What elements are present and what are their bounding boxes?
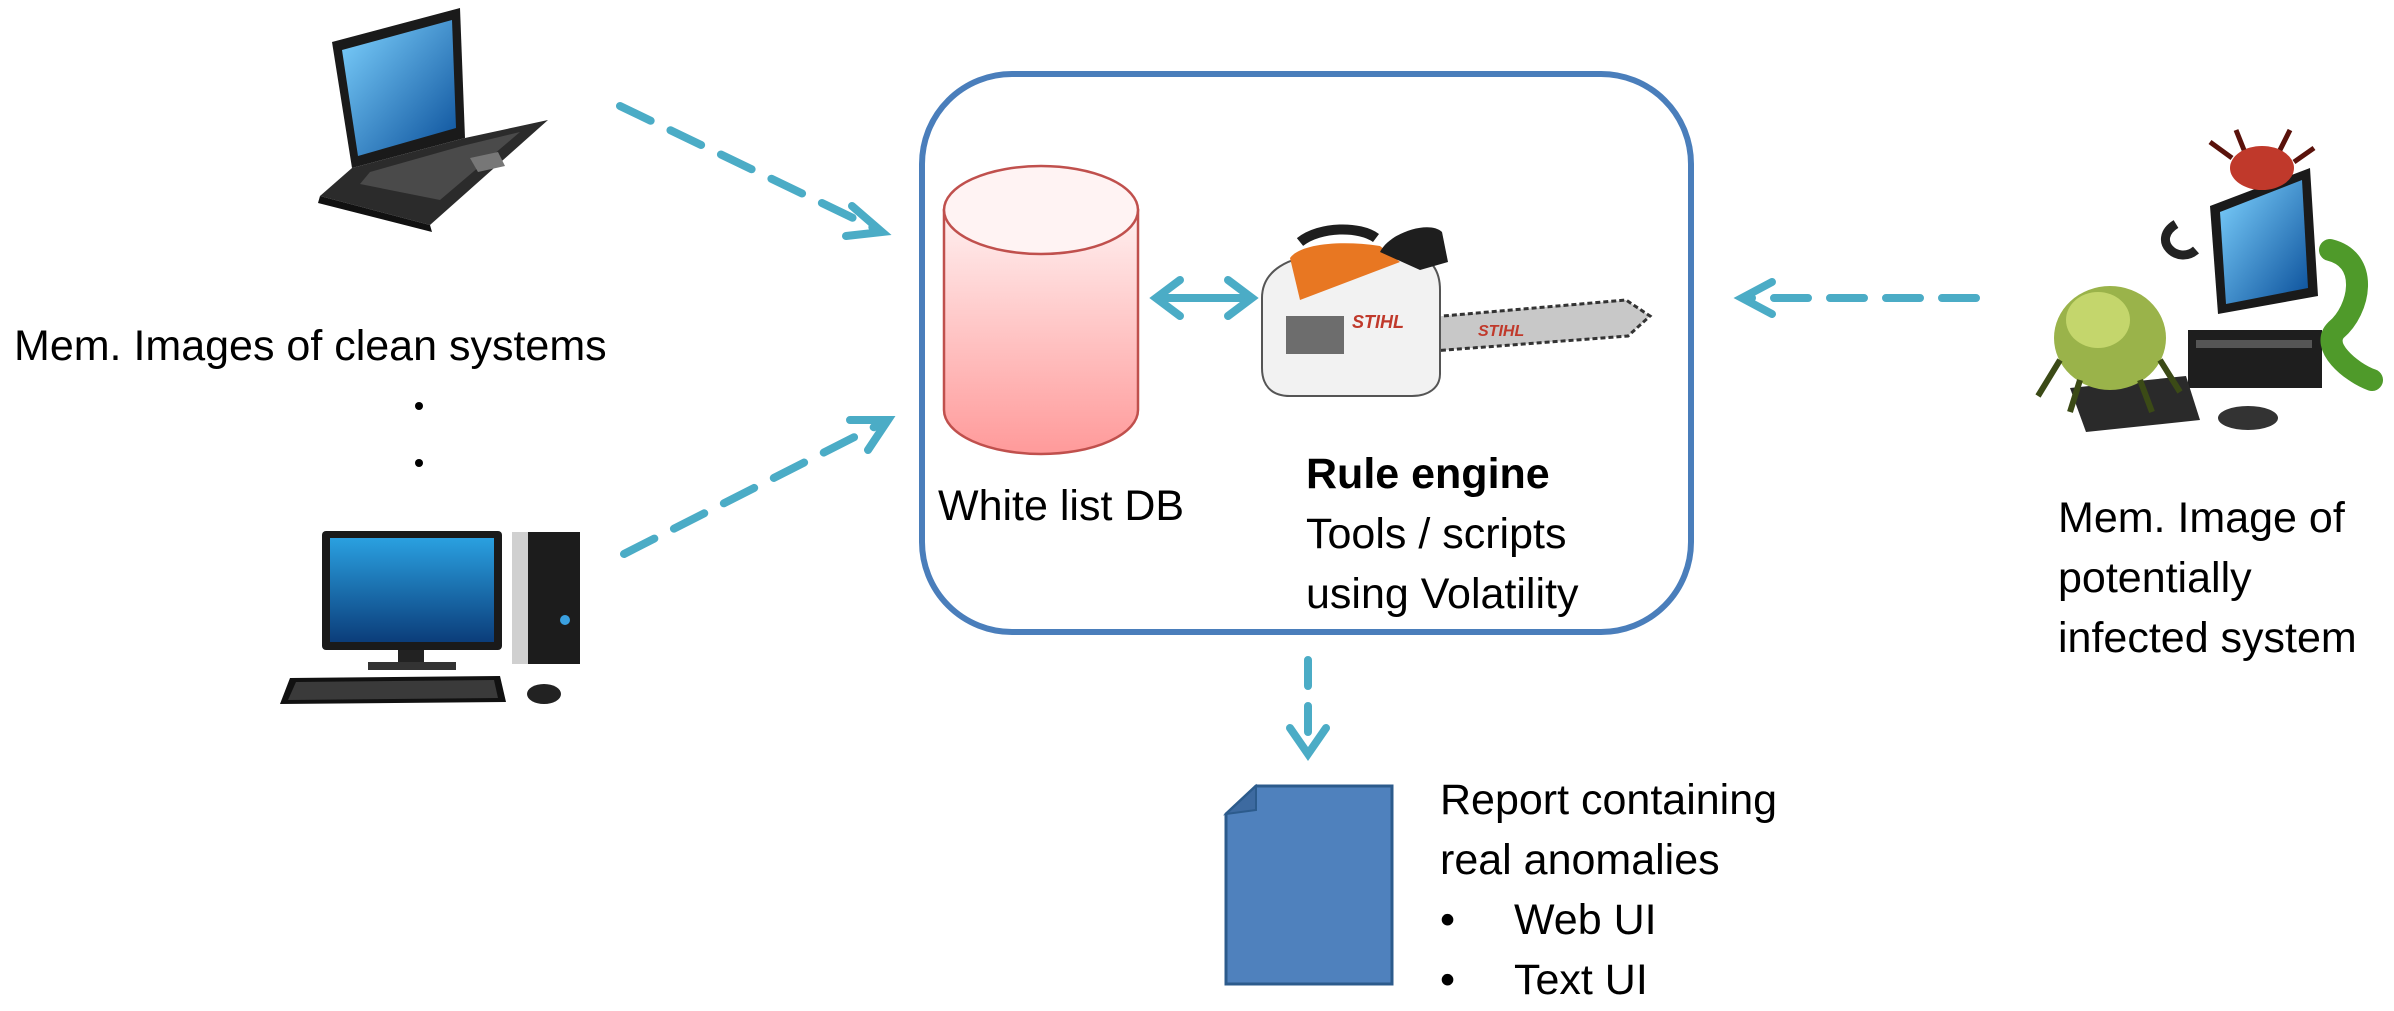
desktop-computer-icon: [280, 531, 580, 704]
report-bullet-web-ui: • Web UI: [1440, 890, 1657, 951]
bullet-text: Web UI: [1514, 896, 1657, 944]
ellipsis-dot-2: [415, 459, 423, 467]
laptop-icon: [318, 8, 548, 232]
arrow-laptop-to-engine: [616, 102, 892, 240]
infected-label-line1: Mem. Image of: [2058, 494, 2345, 542]
arrow-desktop-to-engine: [620, 416, 896, 558]
rule-engine-line1: Tools / scripts: [1306, 510, 1567, 558]
infected-label-line2: potentially: [2058, 554, 2252, 602]
rule-engine-line2: using Volatility: [1306, 570, 1579, 618]
infected-computer-icon: [2035, 128, 2383, 432]
whitelist-db-label: White list DB: [938, 482, 1185, 530]
chainsaw-icon: STIHL STIHL: [1261, 224, 1653, 397]
ellipsis-dot-1: [415, 402, 423, 410]
bullet-mark: •: [1440, 896, 1456, 944]
engine-frame: [919, 71, 1694, 635]
report-fold-icon: [1223, 783, 1257, 816]
clean-systems-label: Mem. Images of clean systems: [14, 322, 607, 370]
report-label-line2: real anomalies: [1440, 836, 1720, 884]
chainsaw-bar-brand: STIHL: [1478, 323, 1524, 340]
infected-label-line3: infected system: [2058, 614, 2357, 662]
arrow-infected-to-engine: [1733, 278, 1980, 318]
report-label-line1: Report containing: [1440, 776, 1778, 824]
bullet-text: Text UI: [1514, 956, 1648, 1004]
bullet-mark: •: [1440, 956, 1456, 1004]
report-bullet-text-ui: • Text UI: [1440, 950, 1648, 1011]
arrow-db-engine-bidirectional: [1149, 276, 1259, 320]
rule-engine-title: Rule engine: [1306, 450, 1550, 498]
chainsaw-brand: STIHL: [1352, 312, 1404, 332]
database-icon: [942, 164, 1140, 456]
arrow-engine-to-report: [1286, 656, 1330, 762]
report-document-icon: [1224, 784, 1394, 986]
